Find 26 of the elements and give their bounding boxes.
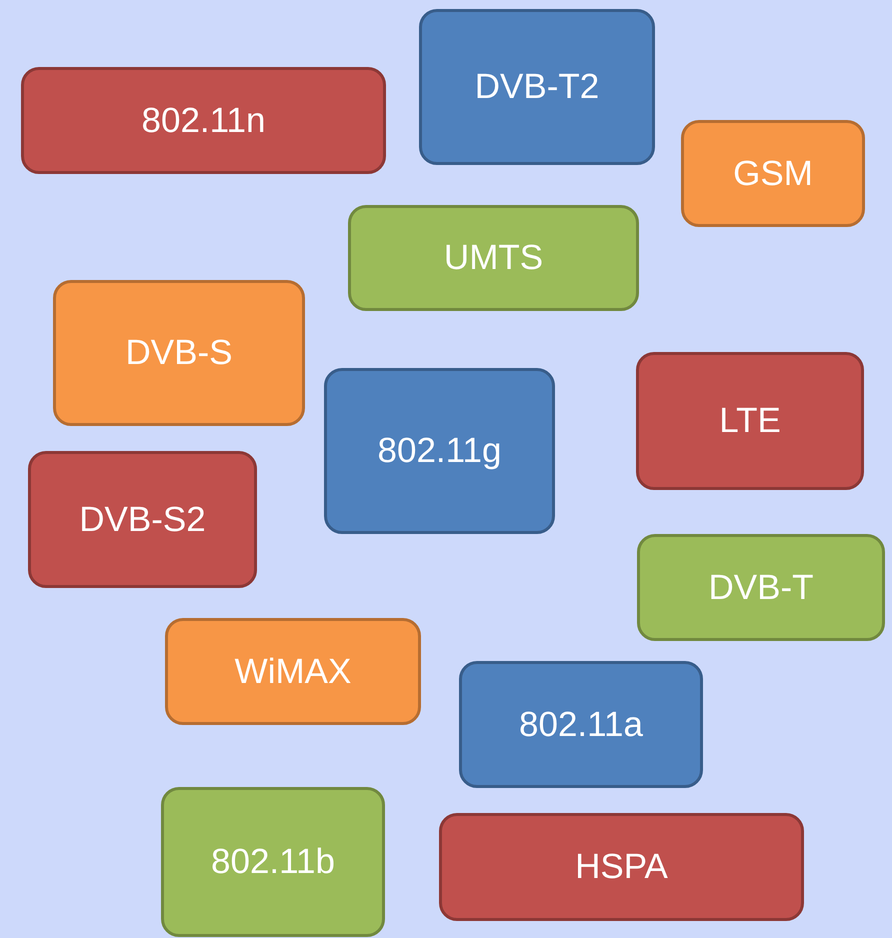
box-label: 802.11a — [519, 704, 643, 744]
rounded-box — [636, 352, 864, 490]
box-label: DVB-T — [708, 568, 814, 608]
rounded-box — [53, 280, 305, 426]
rounded-box — [459, 661, 703, 788]
rounded-box — [637, 534, 885, 641]
rounded-box — [419, 9, 655, 165]
box-label: WiMAX — [234, 652, 352, 692]
box-label: 802.11b — [211, 842, 335, 882]
rounded-box — [681, 120, 865, 227]
box-label: DVB-S — [126, 333, 232, 373]
box-label: 802.11n — [142, 100, 266, 140]
box-label: DVB-T2 — [474, 67, 600, 107]
rounded-box — [21, 67, 386, 174]
box-label: DVB-S2 — [79, 500, 206, 540]
box-label: GSM — [733, 154, 813, 194]
box-label: LTE — [719, 401, 781, 441]
rounded-box — [28, 451, 257, 588]
box-label: HSPA — [575, 847, 668, 887]
rounded-box — [161, 787, 385, 937]
box-label: UMTS — [444, 238, 544, 278]
box-label: 802.11g — [378, 431, 502, 471]
rounded-box — [324, 368, 555, 534]
rounded-box — [348, 205, 639, 311]
rounded-box — [165, 618, 421, 725]
rounded-box — [439, 813, 804, 921]
